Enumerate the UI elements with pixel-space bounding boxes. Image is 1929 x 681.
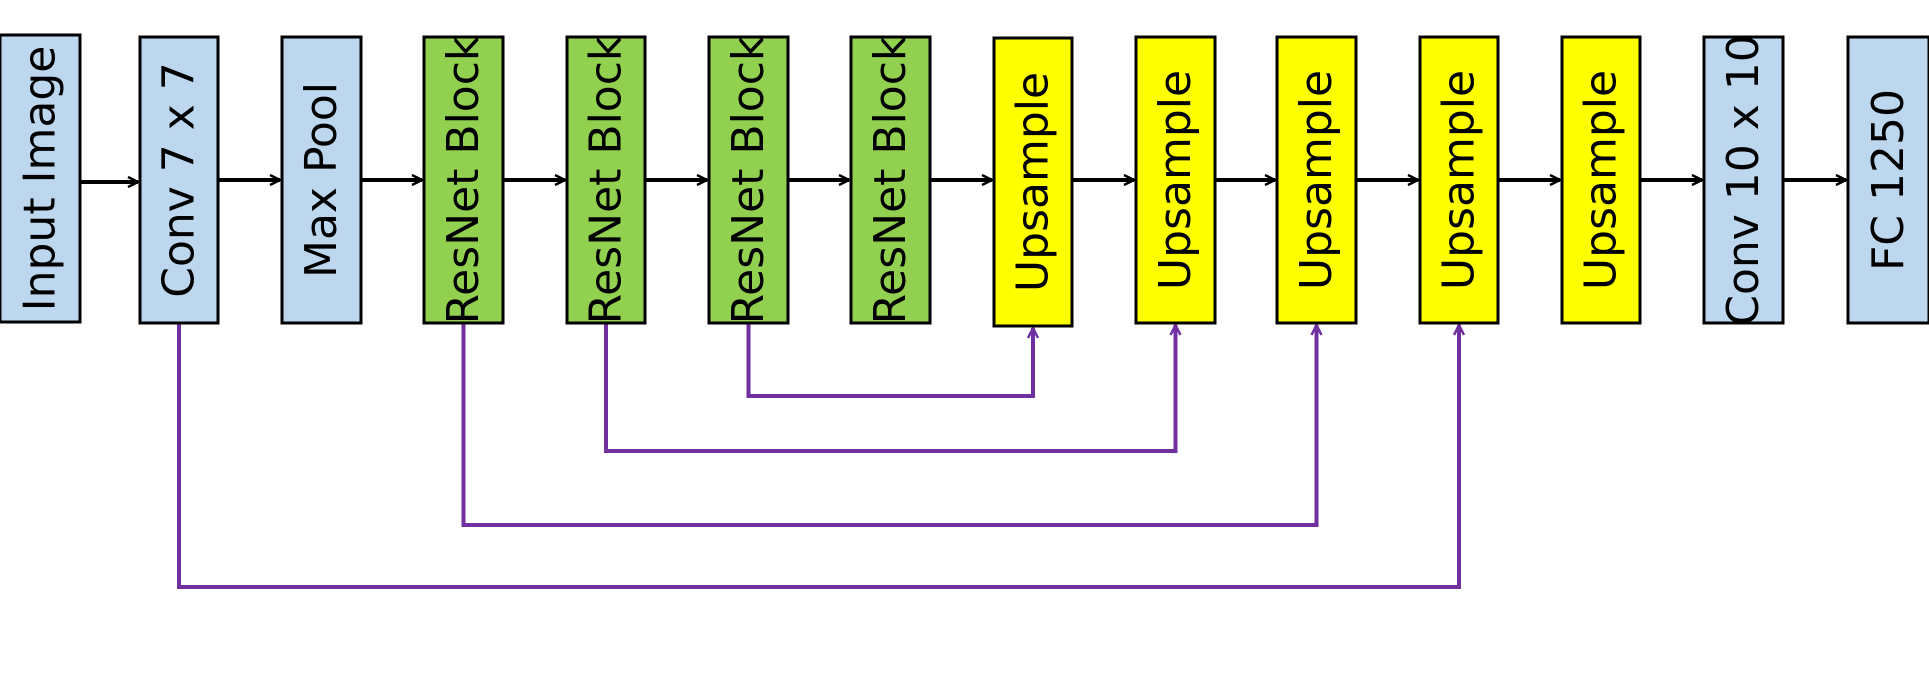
resnet-block-1-box bbox=[422, 35, 505, 325]
max-pool-box bbox=[280, 35, 363, 325]
skip-connection-resnet-block-1-to-upsample-3 bbox=[461, 323, 1317, 527]
upsample-5-block: Upsample bbox=[1560, 35, 1642, 325]
upsample-1-block: Upsample bbox=[992, 36, 1074, 328]
conv-10x10-box bbox=[1702, 35, 1785, 325]
conv-7x7-label: Conv 7 x 7 bbox=[154, 62, 205, 298]
upsample-2-box bbox=[1134, 35, 1217, 325]
upsample-3-label: Upsample bbox=[1291, 70, 1342, 290]
upsample-4-box bbox=[1418, 35, 1500, 325]
upsample-3-block: Upsample bbox=[1275, 35, 1358, 325]
resnet-block-2-block: ResNet Block bbox=[565, 35, 647, 325]
upsample-5-label: Upsample bbox=[1576, 70, 1627, 290]
resnet-block-4-block: ResNet Block bbox=[849, 35, 932, 325]
resnet-block-2-box bbox=[565, 35, 647, 325]
upsample-4-block: Upsample bbox=[1418, 35, 1500, 325]
conv-7x7-box bbox=[138, 35, 220, 325]
skip-connections bbox=[177, 323, 1459, 589]
conv-10x10-block: Conv 10 x 10 bbox=[1702, 34, 1785, 326]
fc-1250-box bbox=[1846, 35, 1929, 325]
resnet-block-3-block: ResNet Block bbox=[707, 35, 790, 325]
conv-7x7-block: Conv 7 x 7 bbox=[138, 35, 220, 325]
conv-10x10-label: Conv 10 x 10 bbox=[1718, 34, 1769, 326]
fc-1250-label: FC 1250 bbox=[1863, 89, 1914, 271]
input-image-box bbox=[0, 33, 82, 324]
resnet-block-3-box bbox=[707, 35, 790, 325]
upsample-1-label: Upsample bbox=[1008, 72, 1059, 292]
resnet-block-4-box bbox=[849, 35, 932, 325]
input-image-label: Input Image bbox=[15, 46, 66, 312]
forward-flow-arrows bbox=[80, 180, 1846, 182]
upsample-4-label: Upsample bbox=[1434, 70, 1485, 290]
resnet-block-1-label: ResNet Block bbox=[438, 35, 489, 324]
upsample-3-box bbox=[1275, 35, 1358, 325]
upsample-2-label: Upsample bbox=[1150, 70, 1201, 290]
skip-connection-resnet-block-2-to-upsample-2 bbox=[604, 323, 1176, 453]
max-pool-block: Max Pool bbox=[280, 35, 363, 325]
resnet-block-3-label: ResNet Block bbox=[723, 35, 774, 324]
fc-1250-block: FC 1250 bbox=[1846, 35, 1929, 325]
resnet-block-1-block: ResNet Block bbox=[422, 35, 505, 325]
resnet-block-2-label: ResNet Block bbox=[581, 35, 632, 324]
resnet-block-4-label: ResNet Block bbox=[865, 35, 916, 324]
max-pool-label: Max Pool bbox=[296, 82, 347, 278]
layer-blocks: Input Image Conv 7 x 7 Max Pool ResNet Bloc… bbox=[0, 33, 1929, 328]
skip-connection-resnet-block-3-to-upsample-1 bbox=[746, 323, 1034, 398]
upsample-2-block: Upsample bbox=[1134, 35, 1217, 325]
skip-connection-conv-7x7-to-upsample-4 bbox=[177, 323, 1459, 589]
upsample-5-box bbox=[1560, 35, 1642, 325]
input-image-block: Input Image bbox=[0, 33, 82, 324]
upsample-1-box bbox=[992, 36, 1074, 328]
